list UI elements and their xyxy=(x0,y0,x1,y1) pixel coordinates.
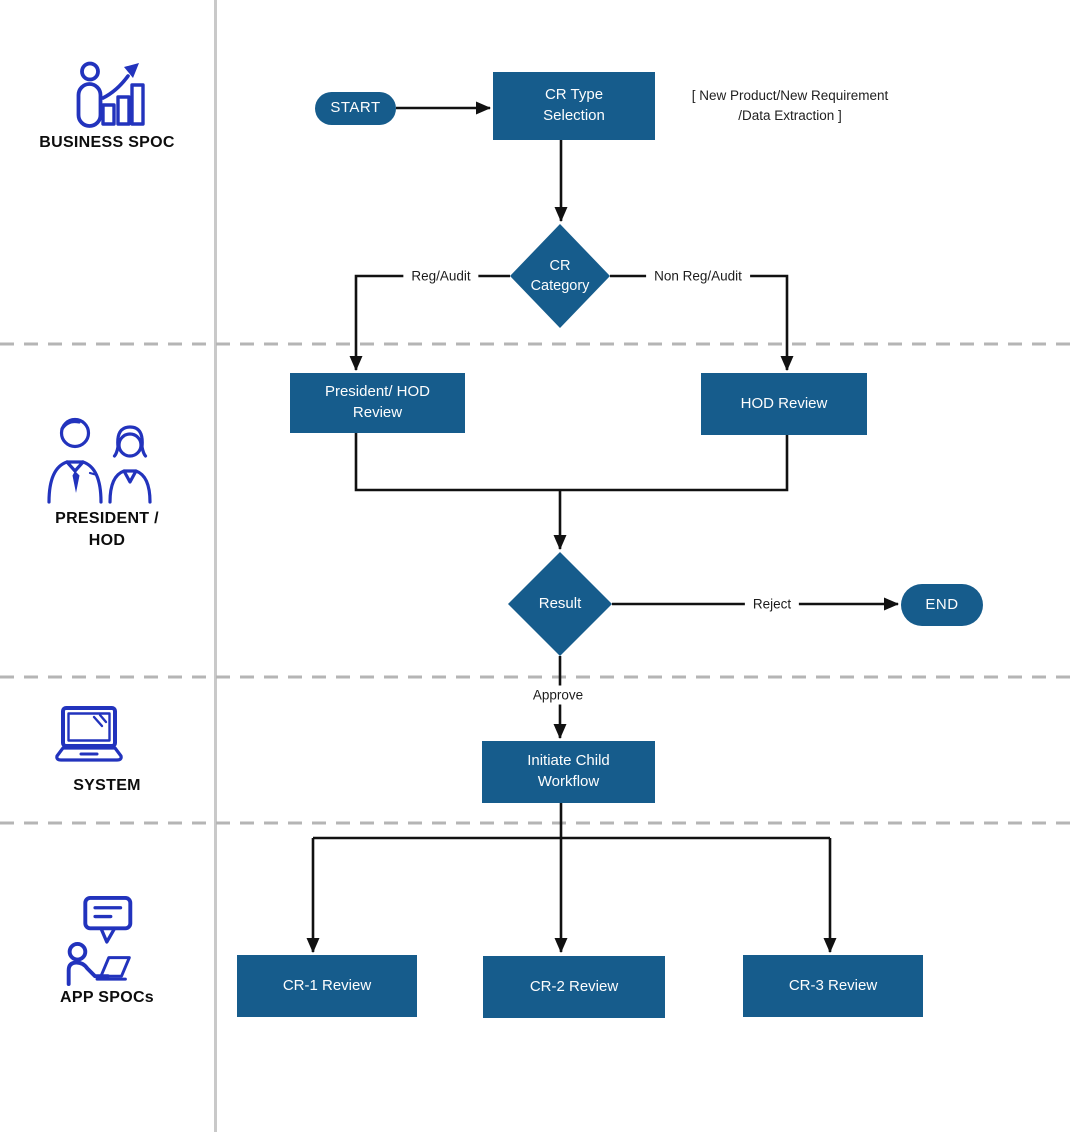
node-cr3-review: CR-3 Review xyxy=(743,955,923,1017)
cr-type-annotation: [ New Product/New Requirement /Data Extr… xyxy=(665,86,915,127)
edge-label-reg-audit: Reg/Audit xyxy=(403,266,479,286)
edge-label-approve: Approve xyxy=(524,685,592,705)
lane-label-president-hod: PRESIDENT / HOD xyxy=(55,510,159,550)
edge-label-reject: Reject xyxy=(744,594,800,614)
person-chat-laptop-icon xyxy=(66,896,133,986)
two-people-icon xyxy=(47,417,152,504)
node-cr-type-selection: CR Type Selection xyxy=(493,72,655,140)
edge-initiate-split xyxy=(313,803,830,840)
node-cr2-review: CR-2 Review xyxy=(483,956,665,1018)
edge-category-to-hod xyxy=(610,274,794,371)
node-hod-review: HOD Review xyxy=(701,373,867,435)
lane-label-system: SYSTEM xyxy=(73,777,141,794)
node-initiate-child-workflow: Initiate Child Workflow xyxy=(482,741,655,803)
node-cr-type-selection-label: CR Type Selection xyxy=(543,86,605,124)
person-bar-chart-icon xyxy=(76,61,145,128)
node-start: START xyxy=(315,92,396,125)
laptop-icon xyxy=(55,706,123,762)
cr-type-annotation-line2: /Data Extraction ] xyxy=(738,108,842,124)
edge-category-to-president xyxy=(349,274,510,371)
node-end: END xyxy=(901,584,983,626)
edge-label-non-reg-audit: Non Reg/Audit xyxy=(646,266,750,286)
node-cr1-review: CR-1 Review xyxy=(237,955,417,1017)
lane-label-app-spocs: APP SPOCs xyxy=(60,989,154,1006)
node-president-hod-review: President/ HOD Review xyxy=(290,373,465,433)
lane-label-business-spoc: BUSINESS SPOC xyxy=(39,134,175,151)
cr-type-annotation-line1: [ New Product/New Requirement xyxy=(691,88,889,103)
node-initiate-child-workflow-label: Initiate Child Workflow xyxy=(527,752,610,790)
node-president-hod-review-label: President/ HOD Review xyxy=(324,383,431,421)
edge-merge-reviews xyxy=(354,433,789,492)
node-cr-category-label: CR Category xyxy=(530,258,590,294)
